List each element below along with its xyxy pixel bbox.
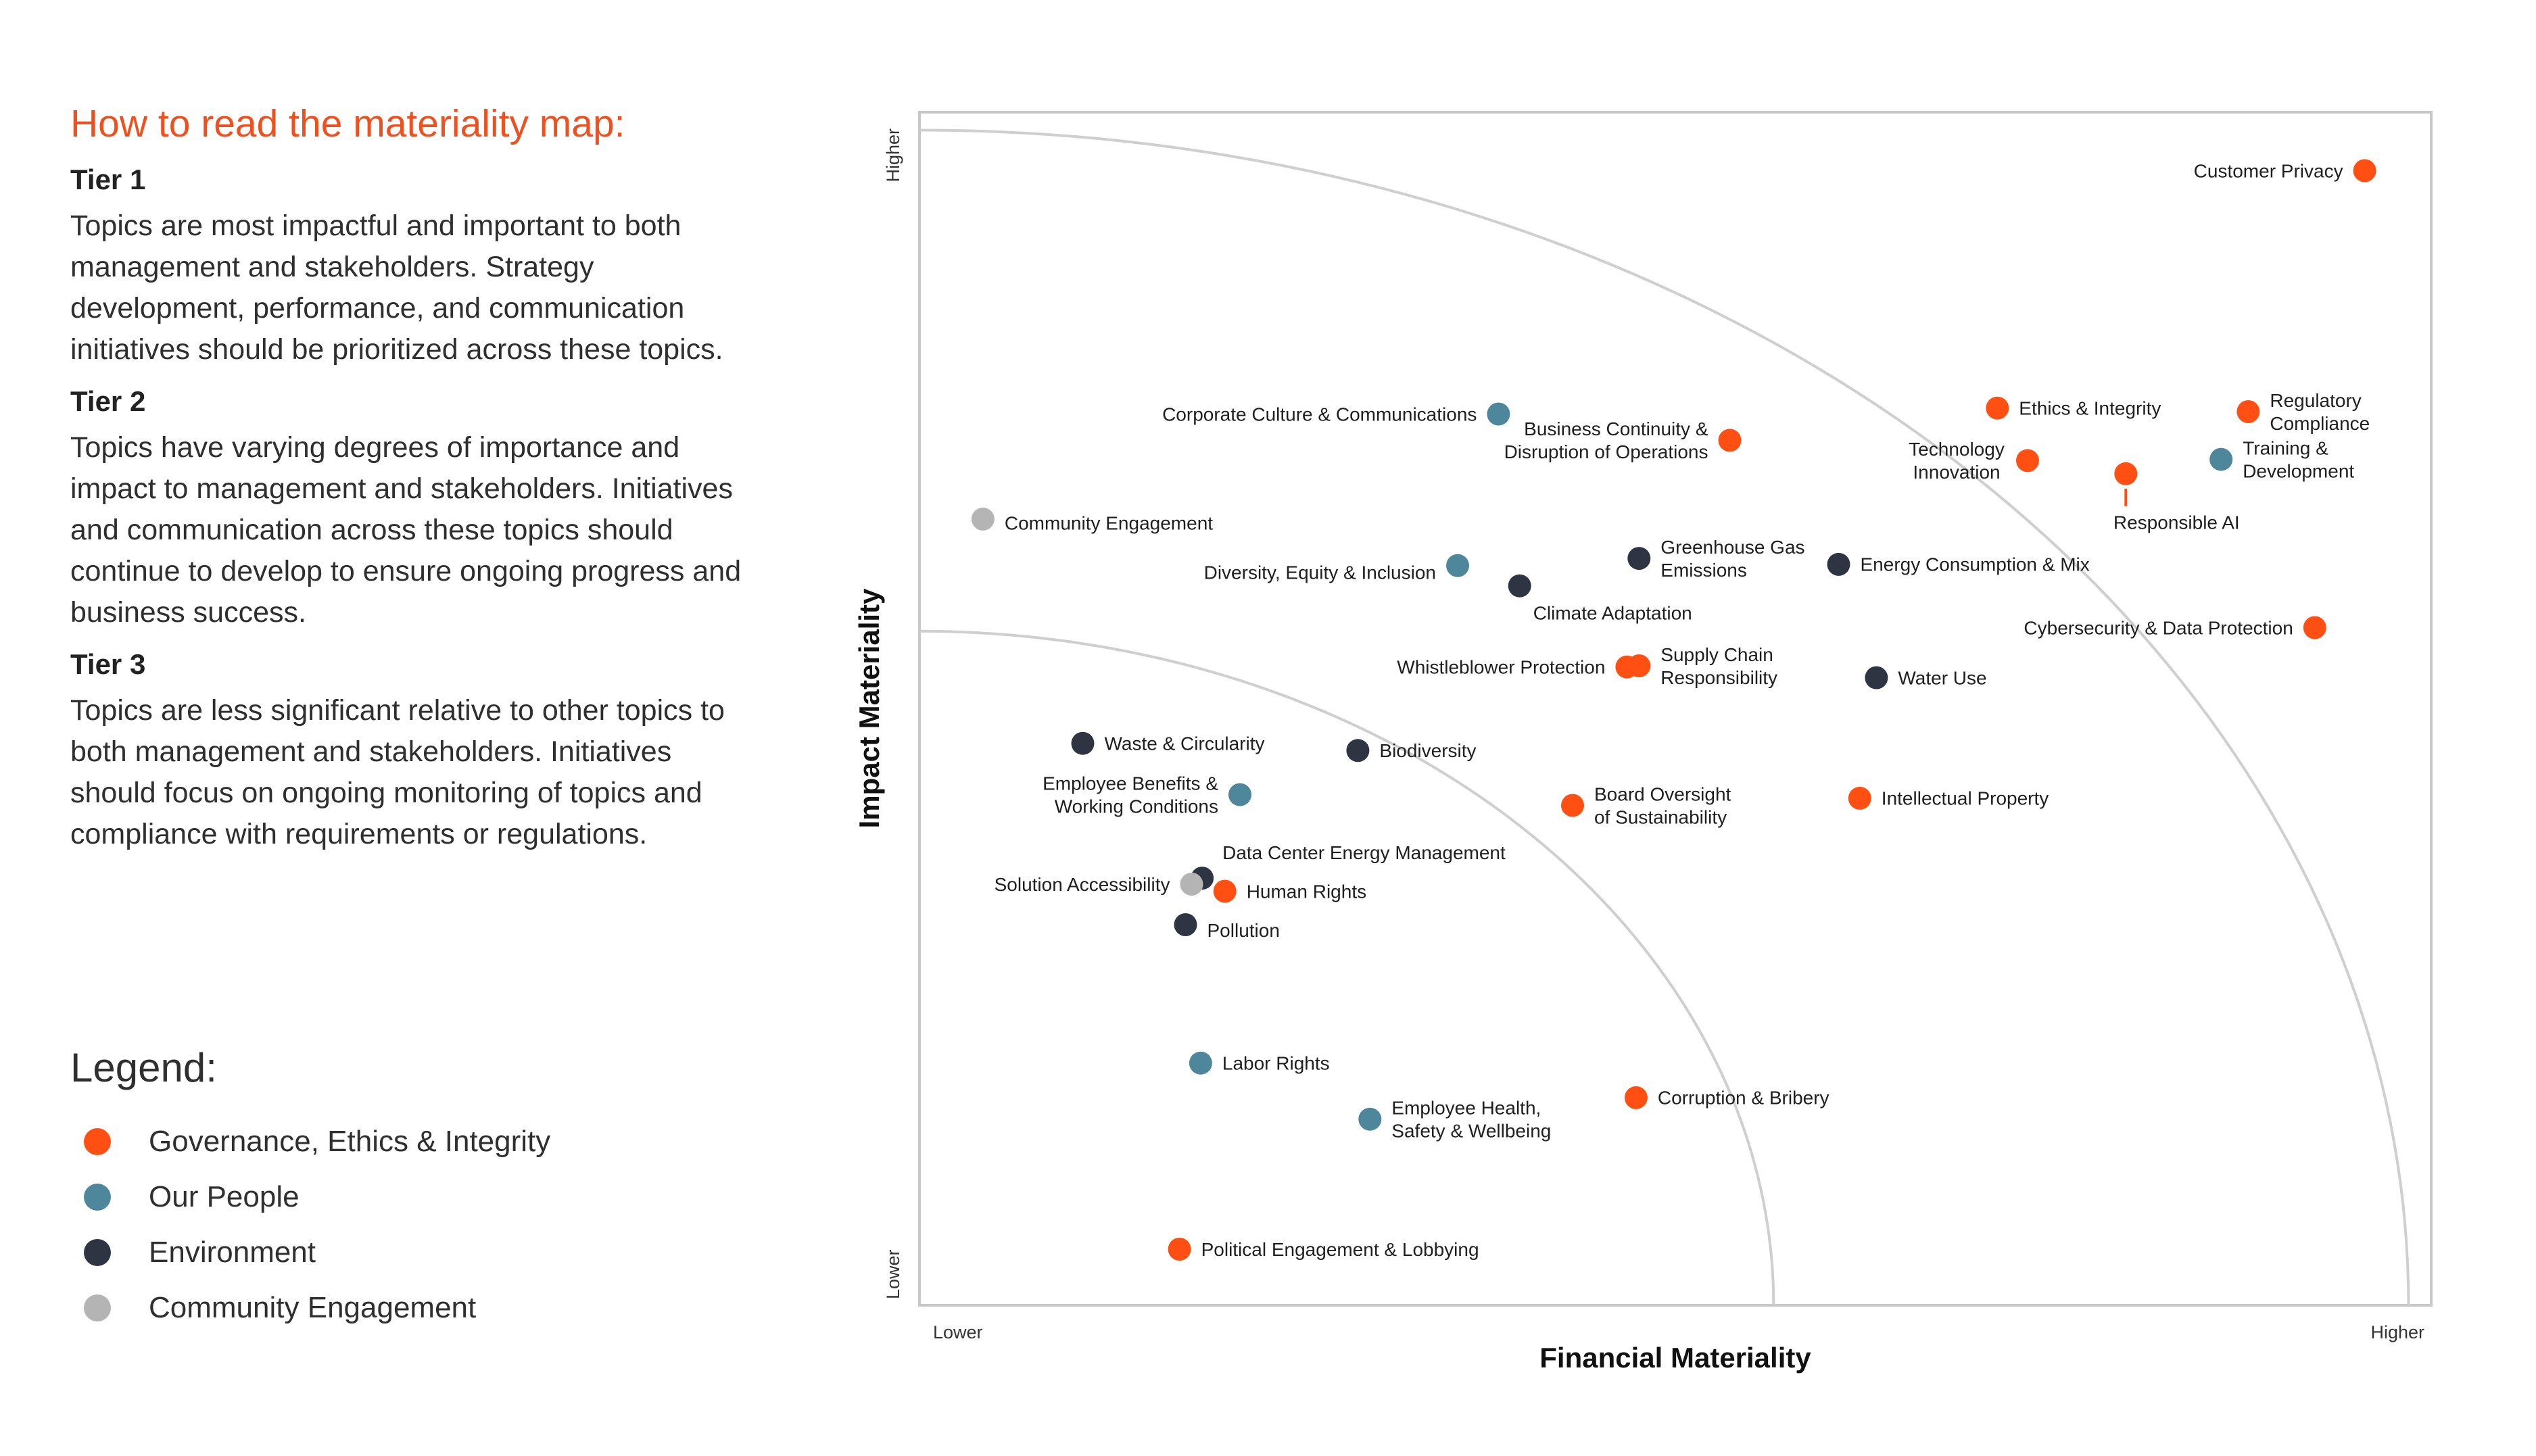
point-labor-rights [1189,1051,1212,1075]
point-corruption-and-bribery [1624,1086,1648,1109]
point-training-and-development [2209,447,2233,471]
tier-3-description: Topics are less significant relative to … [70,694,725,850]
point-community-engagement [971,507,995,531]
label-energy-consumption-and-mix: Energy Consumption & Mix [1861,554,2090,575]
label-corruption-and-bribery: Corruption & Bribery [1658,1088,1829,1109]
legend-item-environment: Environment [70,1225,550,1280]
point-business-continuity-and-disruption-of-operations [1718,429,1742,452]
label-pollution: Pollution [1207,920,1280,941]
label-labor-rights: Labor Rights [1222,1053,1330,1074]
tier-3-heading: Tier 3 [70,648,146,680]
label-data-center-energy-management: Data Center Energy Management [1222,842,1506,863]
point-political-engagement-and-lobbying [1168,1238,1191,1261]
point-intellectual-property [1848,786,1871,810]
x-tick-higher: Higher [2370,1322,2424,1342]
x-tick-lower: Lower [933,1322,983,1342]
legend-item-our-people: Our People [70,1169,550,1225]
tier-2-description: Topics have varying degrees of importanc… [70,431,742,629]
label-intellectual-property: Intellectual Property [1882,788,2049,809]
label-customer-privacy: Customer Privacy [2194,160,2343,181]
label-employee-health-safety-and-wellbeing: Employee Health,Safety & Wellbeing [1391,1098,1551,1142]
label-water-use: Water Use [1898,667,1986,688]
label-climate-adaptation: Climate Adaptation [1533,603,1692,624]
tier-boundary-arc-2 [919,128,2410,1306]
point-board-oversight-of-sustainability [1561,794,1584,817]
point-human-rights [1213,879,1237,903]
point-diversity-equity-and-inclusion [1446,554,1469,577]
label-training-and-development: Training &Development [2243,437,2354,481]
y-tick-lower: Lower [883,1249,903,1299]
guide-title: How to read the materiality map: [70,102,625,145]
point-energy-consumption-and-mix [1827,552,1850,576]
legend-label-our-people: Our People [149,1180,300,1213]
legend-item-governance: Governance, Ethics & Integrity [70,1114,550,1169]
legend-dot-community [84,1294,111,1321]
point-cybersecurity-and-data-protection [2303,616,2326,639]
point-supply-chain-responsibility [1627,654,1651,677]
tier-2-heading: Tier 2 [70,385,146,417]
tier-1-description: Topics are most impactful and important … [70,210,723,366]
label-biodiversity: Biodiversity [1379,740,1476,761]
tier-boundary-arc-1 [919,629,1775,1306]
legend-label-governance: Governance, Ethics & Integrity [149,1125,551,1158]
legend-dot-our-people [84,1184,111,1211]
point-biodiversity [1346,739,1370,762]
label-employee-benefits-and-working-conditions: Employee Benefits &Working Conditions [1043,773,1218,817]
legend-dot-governance [84,1128,111,1155]
legend-title: Legend: [70,1045,217,1090]
point-employee-health-safety-and-wellbeing [1358,1107,1382,1131]
legend-label-community: Community Engagement [149,1291,477,1324]
point-regulatory-compliance [2236,400,2260,423]
label-community-engagement: Community Engagement [1005,513,1213,534]
tier-1-heading: Tier 1 [70,164,146,195]
label-corporate-culture-and-communications: Corporate Culture & Communications [1162,404,1477,424]
legend: Legend: Governance, Ethics & Integrity O… [70,1044,550,1336]
point-waste-and-circularity [1071,731,1095,755]
tier-boundaries [919,128,2410,1306]
label-ethics-and-integrity: Ethics & Integrity [2019,398,2161,419]
label-political-engagement-and-lobbying: Political Engagement & Lobbying [1201,1239,1479,1260]
legend-item-community: Community Engagement [70,1280,550,1336]
label-waste-and-circularity: Waste & Circularity [1105,733,1265,754]
y-tick-higher: Higher [883,128,903,183]
point-technology-innovation [2016,449,2039,472]
point-solution-accessibility [1180,873,1203,896]
legend-label-environment: Environment [149,1236,316,1269]
y-axis-label: Impact Materiality [853,588,885,828]
point-customer-privacy [2353,159,2376,183]
label-business-continuity-and-disruption-of-operations: Business Continuity &Disruption of Opera… [1504,418,1708,462]
plot-frame [918,111,2433,1307]
point-corporate-culture-and-communications [1487,402,1510,426]
label-cybersecurity-and-data-protection: Cybersecurity & Data Protection [2024,617,2293,638]
label-whistleblower-protection: Whistleblower Protection [1397,657,1605,678]
point-employee-benefits-and-working-conditions [1228,783,1251,806]
label-diversity-equity-and-inclusion: Diversity, Equity & Inclusion [1204,562,1436,583]
materiality-guide: How to read the materiality map: Tier 1 … [70,101,746,870]
legend-dot-environment [84,1239,111,1266]
point-responsible-ai [2114,462,2138,485]
x-axis-label: Financial Materiality [1539,1342,1811,1374]
label-solution-accessibility: Solution Accessibility [995,874,1170,895]
point-ethics-and-integrity [1986,396,2009,420]
label-responsible-ai: Responsible AI [2113,512,2240,533]
point-water-use [1865,666,1888,689]
point-greenhouse-gas-emissions [1627,547,1651,571]
label-human-rights: Human Rights [1247,881,1366,902]
point-pollution [1174,913,1197,936]
point-climate-adaptation [1508,574,1531,598]
